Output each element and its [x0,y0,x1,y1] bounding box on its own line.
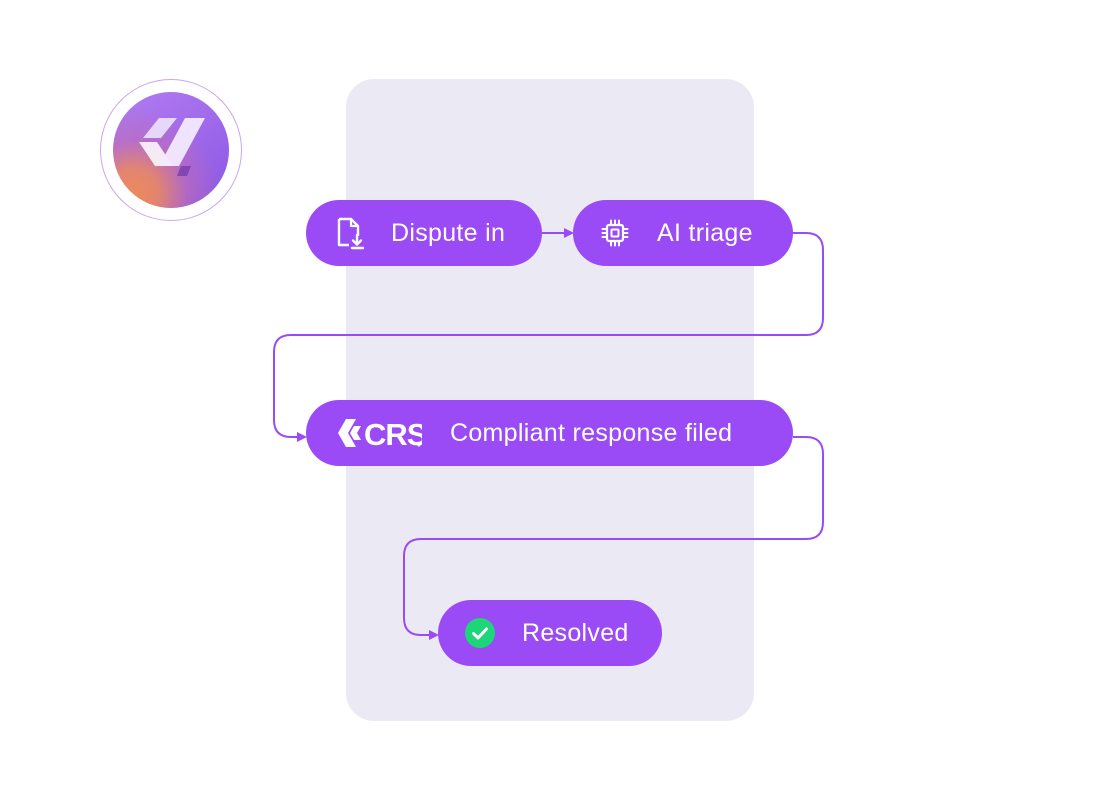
step-dispute-in: Dispute in [306,200,542,266]
step-compliant-response-filed: CRS Compliant response filed [306,400,793,466]
step-label: Dispute in [391,218,506,247]
step-ai-triage: AI triage [573,200,793,266]
document-download-icon [336,216,366,250]
step-resolved: Resolved [438,600,662,666]
brand-badge-gradient [113,92,229,208]
green-check-circle-icon [464,617,496,649]
step-label: Resolved [522,618,629,647]
connector-filed-to-resolved [403,436,824,640]
crs-logo: CRS [336,417,422,449]
brand-chevron-check-icon [139,118,205,176]
connector-triage-to-filed [273,232,824,442]
crs-logo-text: CRS [364,417,422,449]
brand-badge [100,79,242,221]
cpu-chip-icon [601,219,629,247]
step-label: Compliant response filed [450,418,733,447]
step-label: AI triage [657,218,753,247]
